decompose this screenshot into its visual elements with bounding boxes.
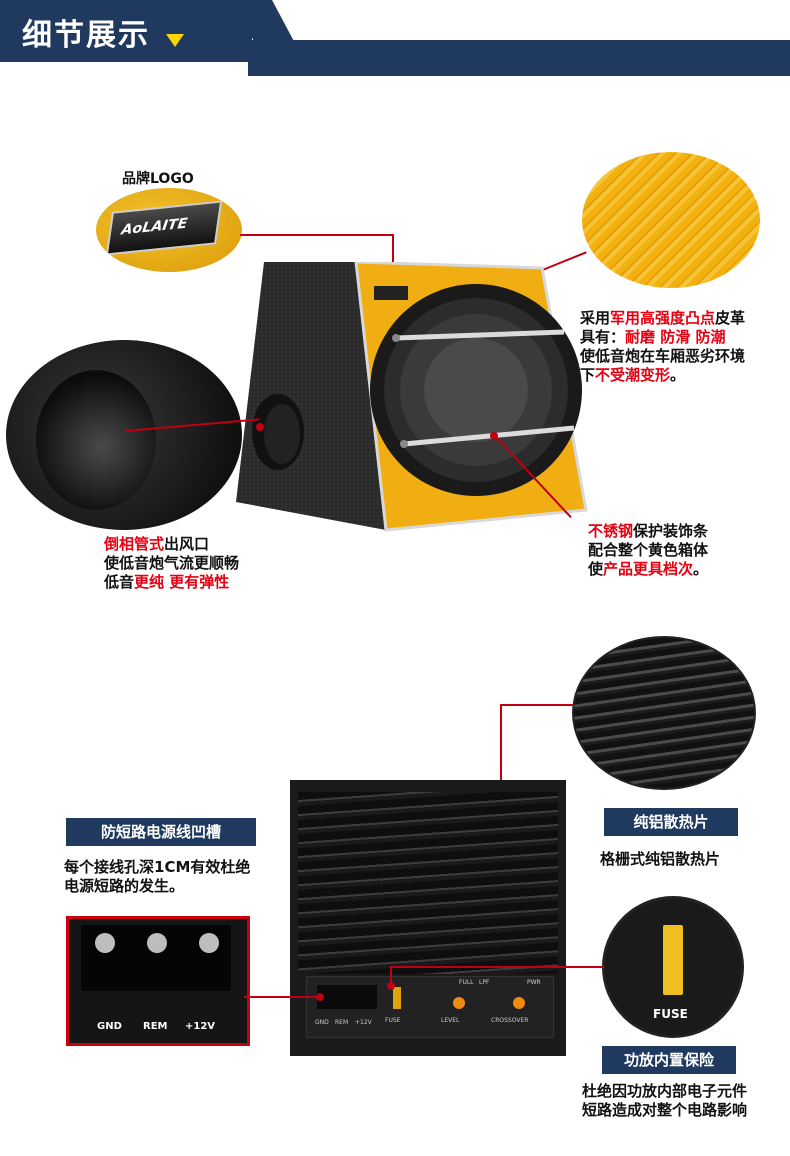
heatsink-label: 纯铝散热片	[604, 808, 738, 836]
terminal-gnd-label: GND	[97, 1021, 122, 1032]
leather-text-line3: 使低音炮在车厢恶劣环境	[580, 347, 746, 365]
panel-12v-label: +12V	[355, 1019, 372, 1026]
callout-line	[390, 966, 604, 968]
fuse-zoom-label: FUSE	[653, 1007, 688, 1021]
port-text-line3: 低音更纯 更有弹性	[104, 573, 230, 591]
fuse-icon	[663, 925, 683, 995]
heatsink-zoom	[572, 636, 756, 790]
callout-line	[392, 234, 394, 282]
terminal-rem-label: REM	[143, 1021, 168, 1032]
callout-dot	[490, 432, 498, 440]
terminal-block-zoom	[81, 925, 231, 991]
wire-groove-text-line2: 电源短路的发生。	[64, 877, 185, 895]
fuse-label: 功放内置保险	[602, 1046, 736, 1074]
crossover-knob[interactable]	[513, 997, 525, 1009]
control-strip: GND REM +12V FUSE LEVEL CROSSOVER FULL L…	[306, 976, 554, 1038]
panel-rem-label: REM	[335, 1019, 349, 1026]
bass-port-hole	[36, 370, 156, 510]
callout-dot	[316, 993, 324, 1001]
brand-logo-zoom: AoLAITE	[96, 188, 242, 272]
screw-icon	[199, 933, 219, 953]
terminal-zoom: GND REM +12V	[66, 916, 250, 1046]
leather-text-line2: 具有：耐磨 防滑 防潮	[580, 328, 726, 346]
fuse-text-line1: 杜绝因功放内部电子元件	[582, 1082, 748, 1100]
callout-dot	[387, 982, 395, 990]
bass-port-zoom	[6, 340, 242, 530]
steel-text-line3: 使产品更具档次。	[588, 560, 709, 578]
port-text-line2: 使低音炮气流更顺畅	[104, 554, 240, 572]
callout-line	[500, 704, 574, 706]
logo-badge: AoLAITE	[105, 200, 223, 256]
header-banner	[0, 0, 252, 62]
logo-text: AoLAITE	[120, 215, 189, 239]
callout-line	[240, 234, 394, 236]
terminal-12v-label: +12V	[185, 1021, 216, 1032]
heatsink-desc: 格栅式纯铝散热片	[600, 850, 721, 868]
fuse-icon	[393, 987, 401, 1009]
panel-fuse-label: FUSE	[385, 1017, 401, 1024]
leather-text-line4: 下不受潮变形。	[580, 366, 686, 384]
leather-texture-zoom	[582, 152, 760, 288]
header-banner-bar	[248, 40, 790, 76]
panel-pwr-label: PWR	[527, 979, 541, 986]
subwoofer-product	[236, 260, 588, 532]
panel-gnd-label: GND	[315, 1019, 329, 1026]
level-knob[interactable]	[453, 997, 465, 1009]
fuse-zoom: FUSE	[602, 896, 744, 1038]
screw-icon	[95, 933, 115, 953]
port-text-line1: 倒相管式出风口	[104, 535, 210, 553]
leather-text-line1: 采用军用高强度凸点皮革	[580, 309, 746, 327]
fuse-text-line2: 短路造成对整个电路影响	[582, 1101, 748, 1119]
wire-groove-label: 防短路电源线凹槽	[66, 818, 256, 846]
callout-line	[244, 996, 320, 998]
terminal-block	[317, 985, 377, 1009]
heatsink-fins	[298, 792, 558, 974]
callout-dot	[256, 423, 264, 431]
panel-lpf-label: LPF	[479, 979, 490, 986]
wire-groove-text-line1: 每个接线孔深1CM有效杜绝	[64, 858, 251, 876]
panel-full-label: FULL	[459, 979, 474, 986]
steel-text-line2: 配合整个黄色箱体	[588, 541, 709, 559]
brand-logo-label: 品牌LOGO	[122, 171, 194, 187]
panel-crossover-label: CROSSOVER	[491, 1017, 529, 1024]
callout-line	[500, 704, 502, 828]
steel-text-line1: 不锈钢保护装饰条	[588, 522, 709, 540]
panel-level-label: LEVEL	[441, 1017, 460, 1024]
amplifier-panel: GND REM +12V FUSE LEVEL CROSSOVER FULL L…	[290, 780, 566, 1056]
screw-icon	[147, 933, 167, 953]
callout-line	[390, 966, 392, 986]
triangle-down-icon	[166, 34, 184, 47]
page-title: 细节展示	[22, 18, 150, 53]
